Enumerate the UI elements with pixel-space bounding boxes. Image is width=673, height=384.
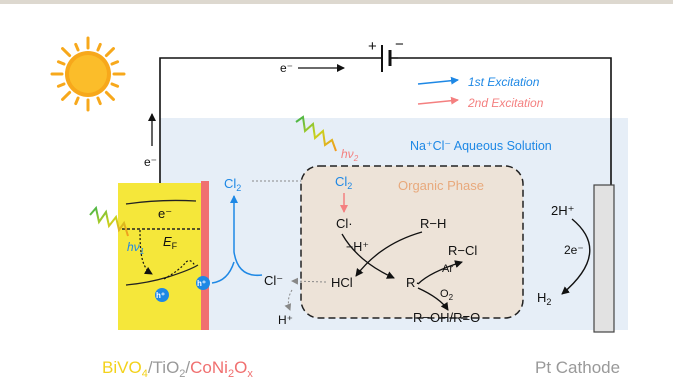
alkyl-chloride-label: R−Cl: [448, 243, 477, 258]
solution-label: Na⁺Cl⁻ Aqueous Solution: [410, 139, 552, 153]
sun-ray: [96, 96, 102, 106]
top-border: [0, 0, 673, 4]
cl2-evolution-arrow: [230, 195, 263, 277]
sun-ray: [110, 60, 120, 66]
arene-label: Ar: [442, 263, 453, 275]
hole-oxidation-arrow: [211, 261, 235, 284]
legend-first-excitation: 1st Excitation: [468, 75, 540, 89]
photon-2-wave: [295, 115, 337, 152]
hcl-transfer-arrow: [291, 277, 327, 285]
chlorine-radical-label: Cl·: [336, 216, 353, 231]
hat-arrow-to-radical: [341, 233, 395, 279]
circuit-wire-left: [159, 57, 382, 185]
hydrogen-evolution-arrow: [561, 218, 591, 295]
chloride-label: Cl⁻: [264, 273, 283, 288]
battery-minus-label: −: [395, 36, 404, 53]
hole-particle-left: h⁺: [155, 288, 169, 302]
alkyl-radical-label: R·: [406, 275, 420, 290]
sun-ray: [74, 42, 80, 52]
sun-ray: [104, 90, 115, 101]
sun-ray: [61, 47, 72, 58]
protons-cathode-label: 2H⁺: [551, 203, 574, 218]
organic-phase-box: [300, 165, 524, 319]
hole-transfer-path: [163, 260, 196, 280]
oxidation-arrow: [417, 287, 449, 311]
electron-top-label: e⁻: [280, 61, 293, 75]
conduction-band-edge: [125, 199, 197, 205]
hcl-label: HCl: [331, 275, 353, 290]
legend-second-arrow: [417, 96, 459, 105]
photon-1-wave: [89, 205, 129, 237]
pt-cathode-electrode: [593, 184, 615, 333]
sun-ray: [56, 82, 66, 88]
legend-first-arrow: [417, 76, 459, 85]
photoanode-material-label: BiVO4/TiO2/CoNi2Ox: [102, 358, 253, 379]
conduction-electron-label: e⁻: [158, 206, 172, 221]
alcohol-ketone-label: R−OH/R=O: [413, 310, 480, 325]
proton-release-arrow: [284, 289, 293, 311]
sun-ray: [104, 47, 115, 58]
organic-phase-title: Organic Phase: [398, 178, 484, 193]
alkane-label: R−H: [420, 216, 446, 231]
sun-ray: [61, 90, 72, 101]
svg-text:h⁺: h⁺: [197, 279, 206, 288]
hole-particle-right: h⁺: [196, 276, 210, 290]
two-electrons-label: 2e⁻: [564, 243, 584, 257]
sun-ray: [74, 96, 80, 106]
hat-arrow-to-hcl: [355, 231, 423, 277]
excitation-path: [139, 229, 153, 275]
sun-icon: [50, 36, 126, 112]
svg-text:h⁺: h⁺: [156, 291, 165, 300]
legend-second-excitation: 2nd Excitation: [467, 96, 544, 110]
sun-ray: [110, 82, 120, 88]
battery-plus-label: +: [368, 38, 377, 55]
sun-ray: [56, 60, 66, 66]
coni2ox-layer: [201, 181, 209, 330]
bivo4-photoanode: [118, 183, 201, 330]
pt-cathode-label: Pt Cathode: [535, 358, 620, 377]
proton-label: H⁺: [278, 313, 293, 327]
sun-ray: [96, 42, 102, 52]
circuit-wire-right: [398, 57, 612, 185]
minus-proton-label: −H⁺: [346, 240, 369, 254]
chlorination-arrow: [417, 260, 463, 285]
electron-left-label: e⁻: [144, 155, 157, 169]
